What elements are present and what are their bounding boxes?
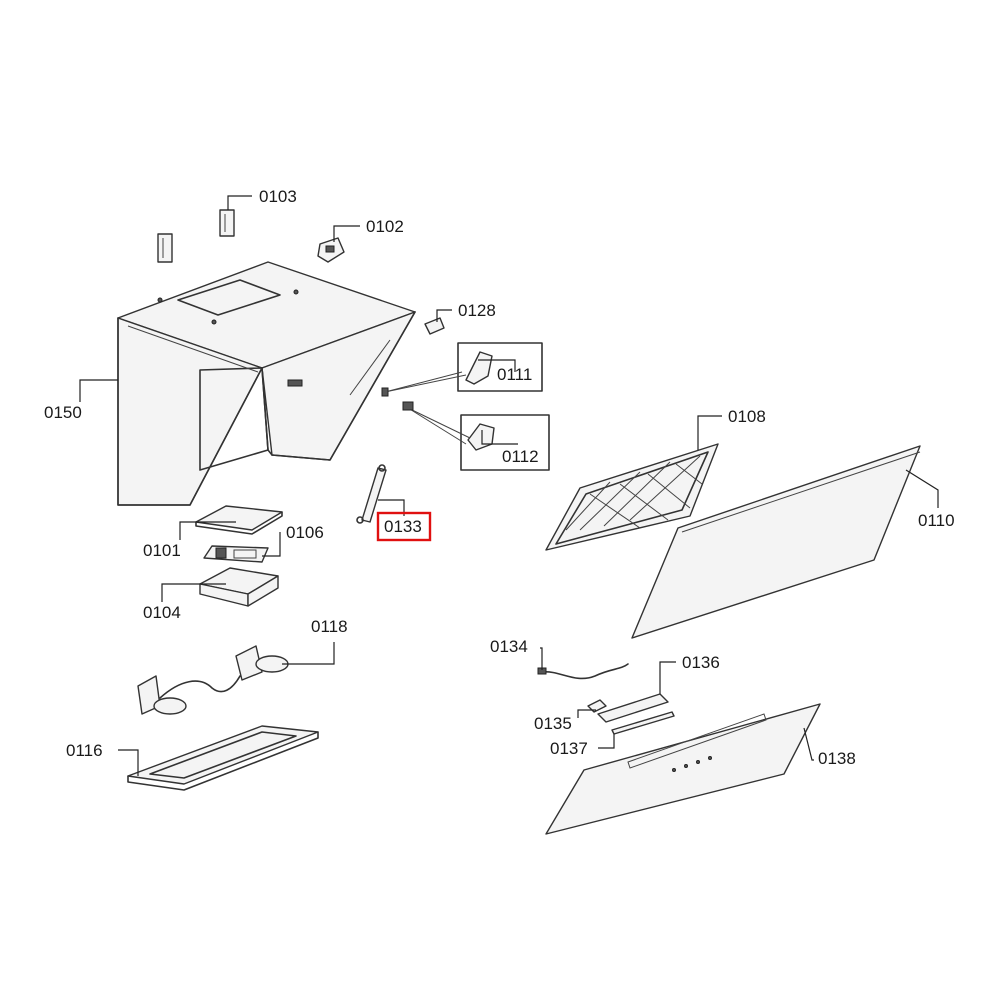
- part-0136-control-bar: [597, 693, 669, 723]
- part-0108-grease-filter: [545, 443, 719, 551]
- part-0138-front-glass: [545, 703, 821, 835]
- label-0102[interactable]: 0102: [366, 217, 404, 236]
- label-0104[interactable]: 0104: [143, 603, 181, 622]
- label-0133[interactable]: 0133: [384, 517, 422, 536]
- label-0112[interactable]: 0112: [502, 447, 539, 466]
- label-0103[interactable]: 0103: [259, 187, 297, 206]
- label-0137[interactable]: 0137: [550, 739, 588, 758]
- label-0108[interactable]: 0108: [728, 407, 766, 426]
- label-0128[interactable]: 0128: [458, 301, 496, 320]
- label-0111[interactable]: 0111: [497, 365, 532, 384]
- part-0102-clip: [317, 237, 345, 263]
- label-0134[interactable]: 0134: [490, 637, 528, 656]
- part-0150-hood-body: [117, 261, 416, 506]
- part-0103-bracket: [157, 209, 235, 263]
- label-0106[interactable]: 0106: [286, 523, 324, 542]
- label-0101[interactable]: 0101: [143, 541, 181, 560]
- part-0133-gas-spring: [356, 464, 387, 524]
- label-0110[interactable]: 0110: [918, 511, 955, 530]
- label-0138[interactable]: 0138: [818, 749, 856, 768]
- part-0110-glass-panel: [631, 445, 921, 639]
- part-0106-control-module: [203, 545, 269, 563]
- highlight-box-0133: [376, 511, 432, 542]
- part-0137-strip: [611, 711, 675, 735]
- part-0118-lamp-assembly: [137, 645, 289, 715]
- label-0136[interactable]: 0136: [682, 653, 720, 672]
- label-0118[interactable]: 0118: [311, 617, 348, 636]
- label-0150[interactable]: 0150: [44, 403, 82, 422]
- label-0135[interactable]: 0135: [534, 714, 572, 733]
- part-0101-cover-plate: [195, 505, 283, 535]
- part-0134-cable: [537, 663, 629, 680]
- part-0128-small-part: [424, 317, 445, 335]
- label-0116[interactable]: 0116: [66, 741, 103, 760]
- part-labels: 0103 0102 0128 0111 0112 0150 0108 0110 …: [44, 187, 955, 768]
- part-0116-frame: [127, 725, 319, 791]
- leader-lines: [79, 195, 939, 776]
- part-0104-box: [199, 567, 279, 607]
